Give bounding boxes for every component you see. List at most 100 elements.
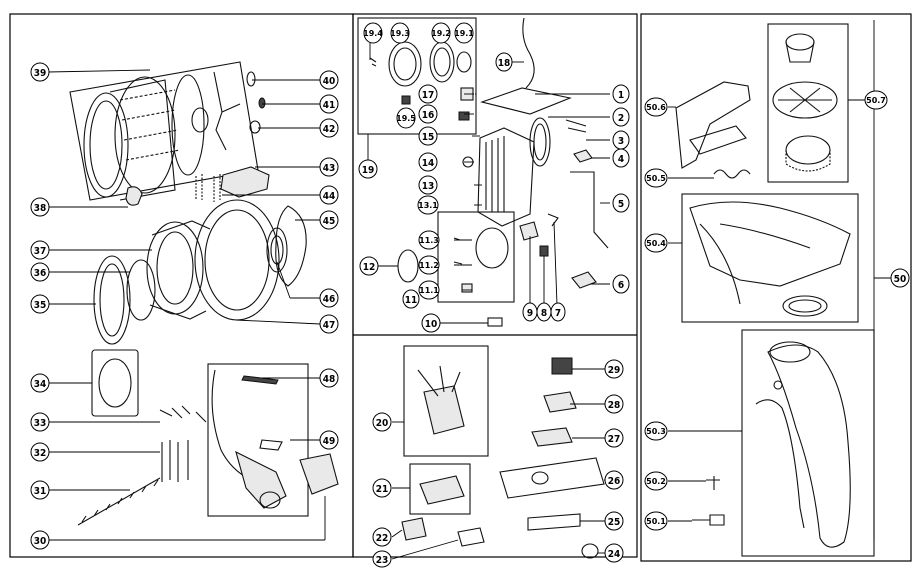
- svg-text:50.7: 50.7: [866, 96, 886, 105]
- svg-text:20: 20: [376, 418, 389, 429]
- callout-50: 50: [890, 268, 910, 288]
- callout-19-2: 19.2: [431, 22, 451, 44]
- callout-23: 23: [372, 550, 392, 568]
- callouts: 39 38 37 36 35 34 33 32 31 30 40 41 42 4…: [30, 22, 910, 568]
- svg-text:50.1: 50.1: [646, 517, 666, 526]
- callout-29: 29: [604, 359, 624, 379]
- callout-50-3: 50.3: [644, 421, 668, 441]
- svg-text:49: 49: [323, 436, 336, 447]
- callout-11-1: 11.1: [418, 280, 440, 300]
- callout-33: 33: [30, 412, 50, 432]
- callout-15: 15: [418, 126, 438, 146]
- callout-32: 32: [30, 442, 50, 462]
- callout-22: 22: [372, 527, 392, 547]
- svg-text:11.2: 11.2: [419, 261, 439, 270]
- callout-48: 48: [319, 368, 339, 388]
- svg-text:32: 32: [34, 448, 47, 459]
- svg-text:42: 42: [323, 124, 336, 135]
- svg-text:36: 36: [34, 268, 47, 279]
- callout-19-3: 19.3: [390, 22, 410, 44]
- callout-19-5: 19.5: [396, 107, 416, 129]
- callout-13: 13: [418, 175, 438, 195]
- callout-26: 26: [604, 470, 624, 490]
- svg-text:50.5: 50.5: [646, 174, 666, 183]
- callout-17: 17: [418, 84, 438, 104]
- callout-21: 21: [372, 478, 392, 498]
- callout-34: 34: [30, 373, 50, 393]
- svg-text:6: 6: [618, 280, 624, 291]
- right-assembly: [675, 23, 875, 557]
- svg-text:7: 7: [555, 308, 561, 319]
- callout-50-4: 50.4: [644, 233, 668, 253]
- svg-text:44: 44: [323, 191, 336, 202]
- svg-text:19.4: 19.4: [363, 29, 383, 38]
- callout-50-6: 50.6: [644, 97, 668, 117]
- callout-40: 40: [319, 70, 339, 90]
- svg-text:47: 47: [323, 320, 336, 331]
- callout-45: 45: [319, 210, 339, 230]
- svg-text:11.1: 11.1: [419, 286, 439, 295]
- left-leaders: [47, 69, 326, 541]
- svg-text:35: 35: [34, 300, 47, 311]
- callout-12: 12: [359, 256, 379, 276]
- callout-30: 30: [30, 530, 50, 550]
- cabinet-assembly: [357, 17, 609, 559]
- left-panel-frame: [9, 13, 354, 558]
- svg-text:19.5: 19.5: [396, 114, 416, 123]
- svg-text:34: 34: [34, 379, 47, 390]
- svg-text:2: 2: [618, 113, 624, 124]
- svg-text:19.3: 19.3: [390, 29, 410, 38]
- middle-panel-frame: [352, 13, 638, 558]
- callout-50-7: 50.7: [864, 90, 888, 110]
- callout-27: 27: [604, 428, 624, 448]
- svg-text:43: 43: [323, 163, 336, 174]
- callout-44: 44: [319, 185, 339, 205]
- svg-text:13: 13: [422, 181, 435, 192]
- callout-35: 35: [30, 294, 50, 314]
- drum-assembly: [69, 61, 339, 526]
- svg-text:38: 38: [34, 203, 47, 214]
- callout-11-2: 11.2: [418, 255, 440, 275]
- svg-text:4: 4: [618, 154, 624, 165]
- callout-47: 47: [319, 314, 339, 334]
- svg-text:26: 26: [608, 476, 621, 487]
- callout-25: 25: [604, 511, 624, 531]
- callout-18: 18: [495, 52, 513, 72]
- callout-10: 10: [421, 313, 441, 333]
- svg-text:30: 30: [34, 536, 47, 547]
- callout-19: 19: [358, 159, 378, 179]
- svg-text:23: 23: [376, 555, 389, 566]
- svg-text:33: 33: [34, 418, 47, 429]
- callout-49: 49: [319, 430, 339, 450]
- svg-text:18: 18: [498, 58, 511, 69]
- svg-text:14: 14: [422, 158, 435, 169]
- svg-text:21: 21: [376, 484, 389, 495]
- svg-text:27: 27: [608, 434, 621, 445]
- callout-2: 2: [612, 107, 630, 127]
- callout-3: 3: [612, 130, 630, 150]
- svg-text:19: 19: [362, 165, 375, 176]
- callout-6: 6: [612, 274, 630, 294]
- callout-50-2: 50.2: [644, 471, 668, 491]
- callout-19-1: 19.1: [454, 22, 474, 44]
- svg-text:28: 28: [608, 400, 621, 411]
- callout-1: 1: [612, 84, 630, 104]
- callout-31: 31: [30, 480, 50, 500]
- svg-text:19.2: 19.2: [431, 29, 451, 38]
- callout-24: 24: [604, 543, 624, 563]
- svg-text:13.1: 13.1: [418, 201, 438, 210]
- svg-text:1: 1: [618, 90, 624, 101]
- callout-13-1: 13.1: [417, 195, 439, 215]
- svg-text:45: 45: [323, 216, 336, 227]
- callout-4: 4: [612, 148, 630, 168]
- svg-text:8: 8: [541, 308, 547, 319]
- callout-9: 9: [522, 302, 538, 322]
- svg-text:40: 40: [323, 76, 336, 87]
- svg-text:19.1: 19.1: [454, 29, 474, 38]
- right-panel-frame: [640, 13, 912, 562]
- svg-text:5: 5: [618, 199, 624, 210]
- svg-text:29: 29: [608, 365, 621, 376]
- svg-text:25: 25: [608, 517, 621, 528]
- svg-text:50.4: 50.4: [646, 239, 666, 248]
